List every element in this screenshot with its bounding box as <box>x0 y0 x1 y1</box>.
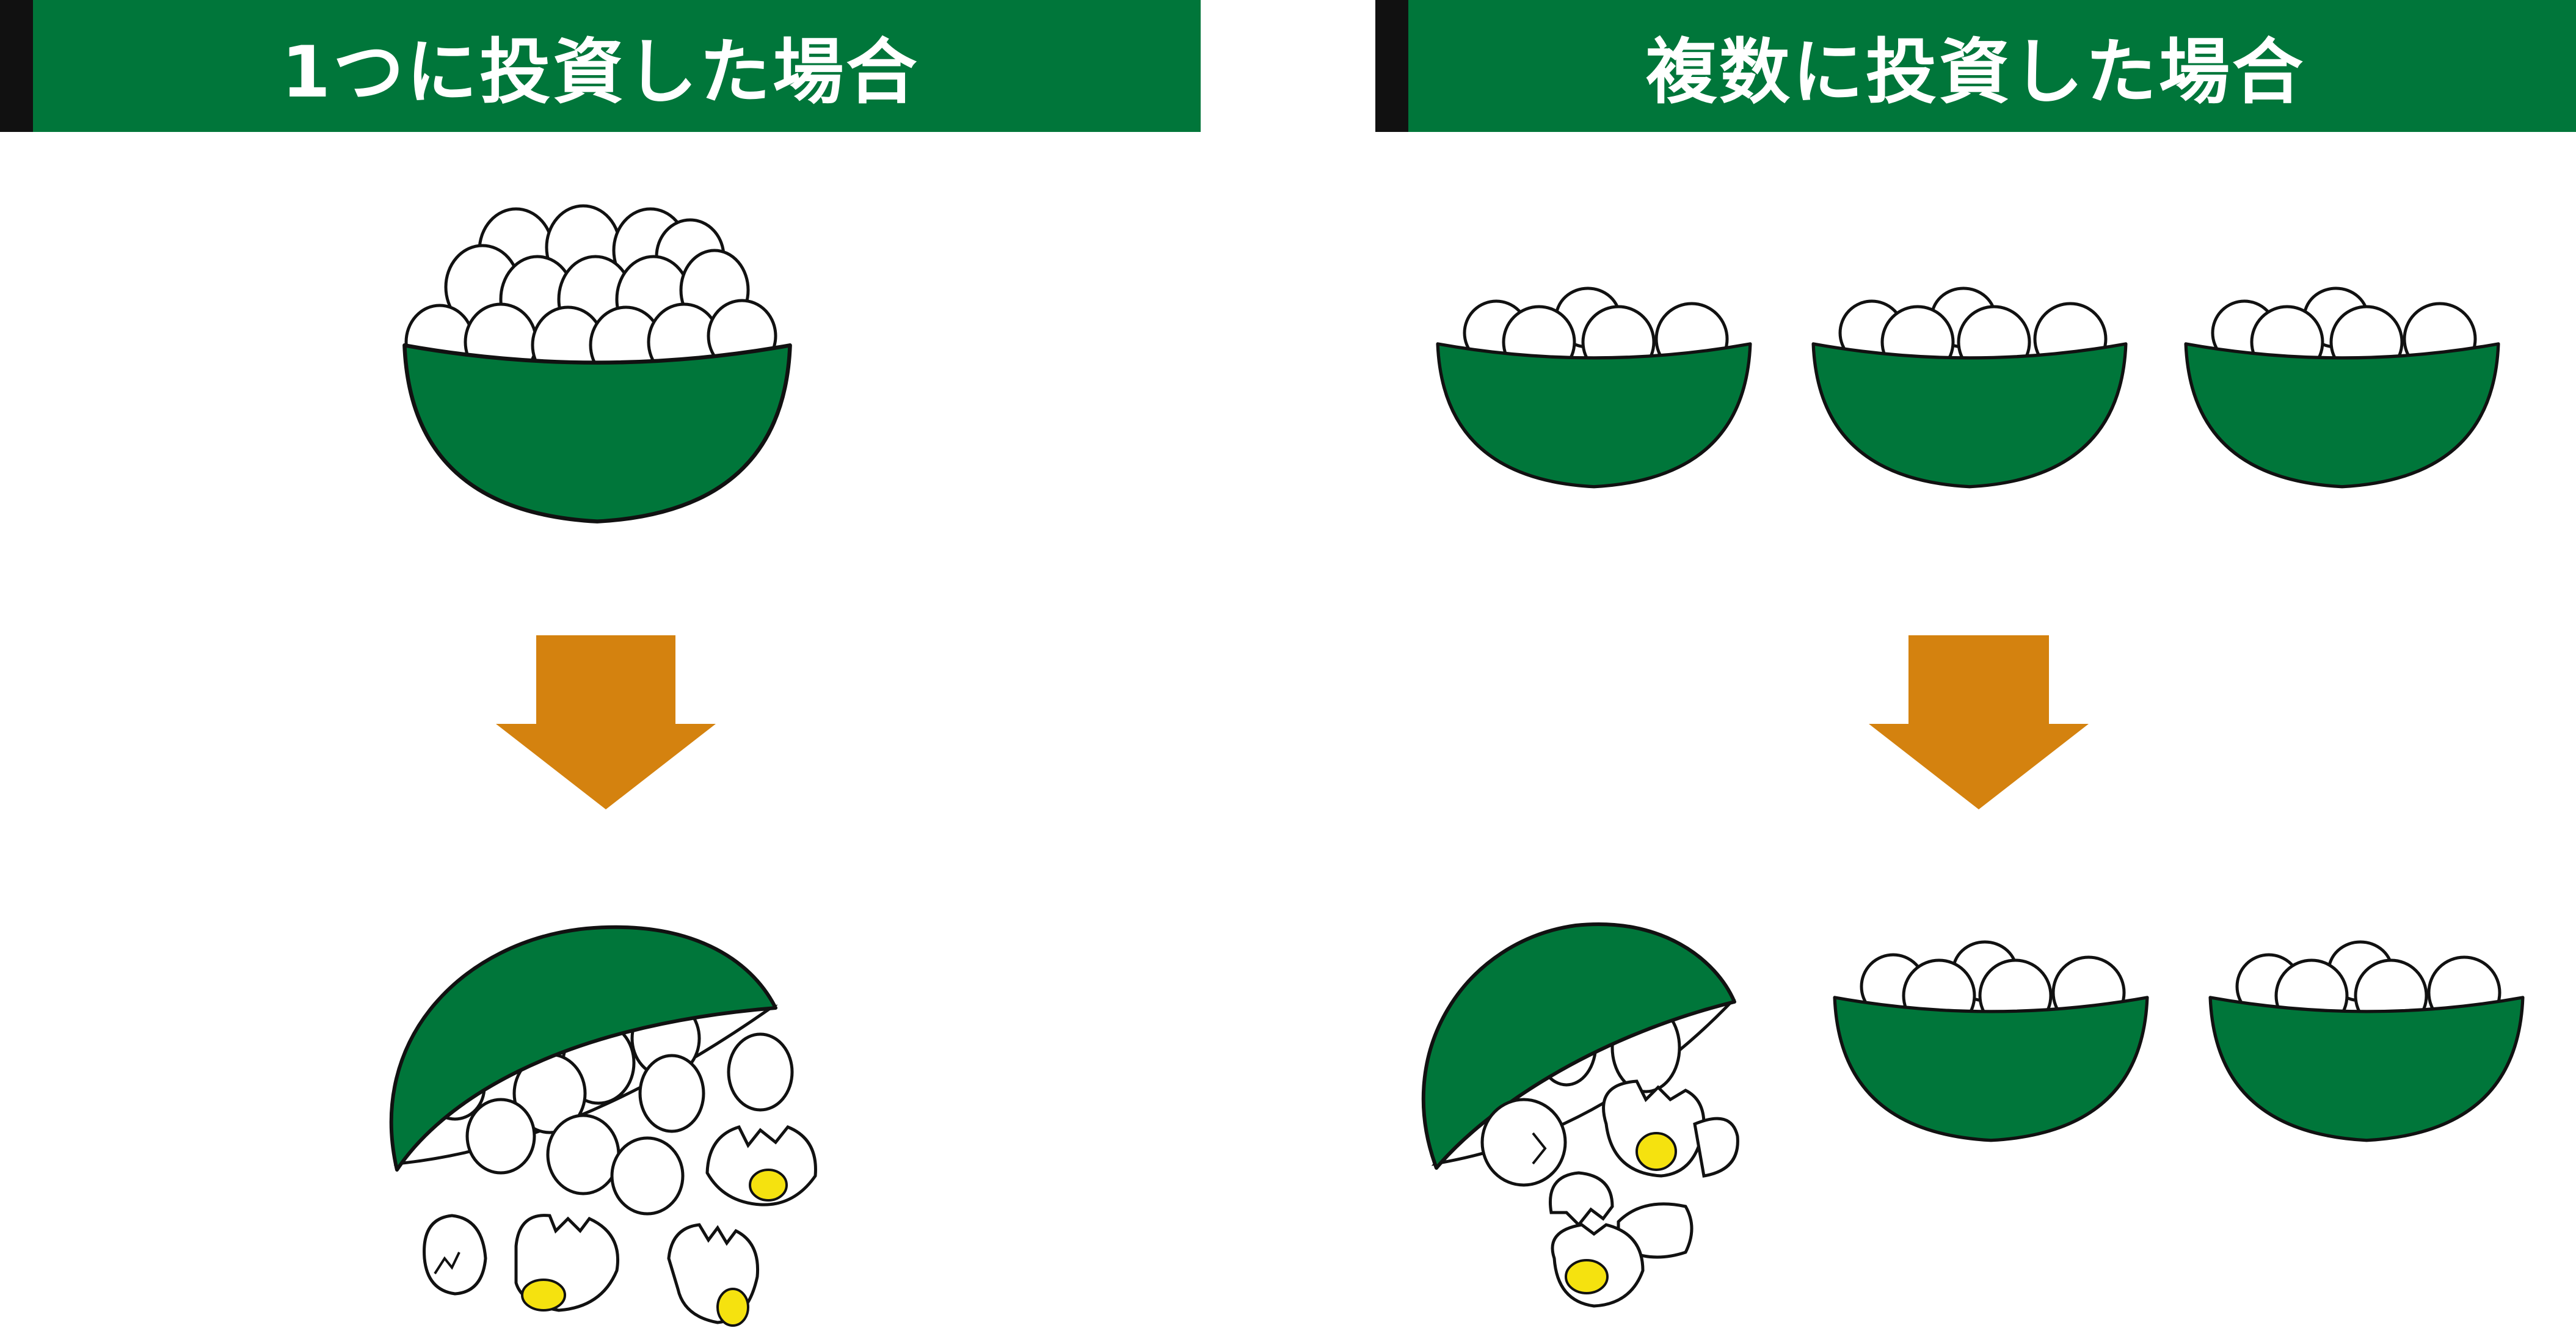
bowl-icon <box>1835 998 2147 1140</box>
full-basket <box>404 204 790 522</box>
egg-icon <box>638 1054 705 1133</box>
bowl-icon <box>1438 344 1750 487</box>
header-accent-bar <box>0 0 33 132</box>
tipped-basket-broken <box>389 925 817 1327</box>
basket-row-top <box>1438 286 2498 487</box>
basket <box>2210 940 2523 1140</box>
arrow-down-icon <box>496 635 716 809</box>
broken-egg-icon <box>667 1223 760 1327</box>
egg-icon <box>727 1032 794 1112</box>
bowl-icon <box>2210 998 2523 1140</box>
broken-egg-icon <box>423 1214 487 1296</box>
arrow-down-icon <box>1869 635 2089 809</box>
egg-icon <box>1480 1098 1567 1187</box>
basket <box>1835 940 2147 1140</box>
basket <box>1438 286 1750 487</box>
broken-egg-icon <box>514 1214 619 1312</box>
right-panel-title: 複数に投資した場合 <box>1646 31 2305 114</box>
egg-icon <box>610 1136 685 1216</box>
header-accent-bar <box>1375 0 1408 132</box>
right-panel-header: 複数に投資した場合 <box>1375 0 2576 132</box>
left-panel-header: 1つに投資した場合 <box>0 0 1201 132</box>
basket-row-bottom <box>1421 922 2523 1308</box>
basket <box>2186 286 2498 487</box>
egg-icon <box>546 1114 620 1195</box>
broken-egg-icon <box>705 1125 817 1206</box>
egg-icon <box>465 1098 536 1175</box>
bowl-icon <box>389 925 777 1172</box>
broken-egg-icon <box>1549 1171 1694 1308</box>
bowl-icon <box>404 345 790 521</box>
tipped-basket-broken <box>1421 922 1739 1308</box>
egg-pile <box>404 204 777 385</box>
bowl-icon <box>1813 344 2126 487</box>
broken-egg-icon <box>1602 1079 1739 1178</box>
bowl-icon <box>2186 344 2498 487</box>
left-panel-title: 1つに投資した場合 <box>281 31 920 114</box>
basket <box>1813 286 2126 487</box>
